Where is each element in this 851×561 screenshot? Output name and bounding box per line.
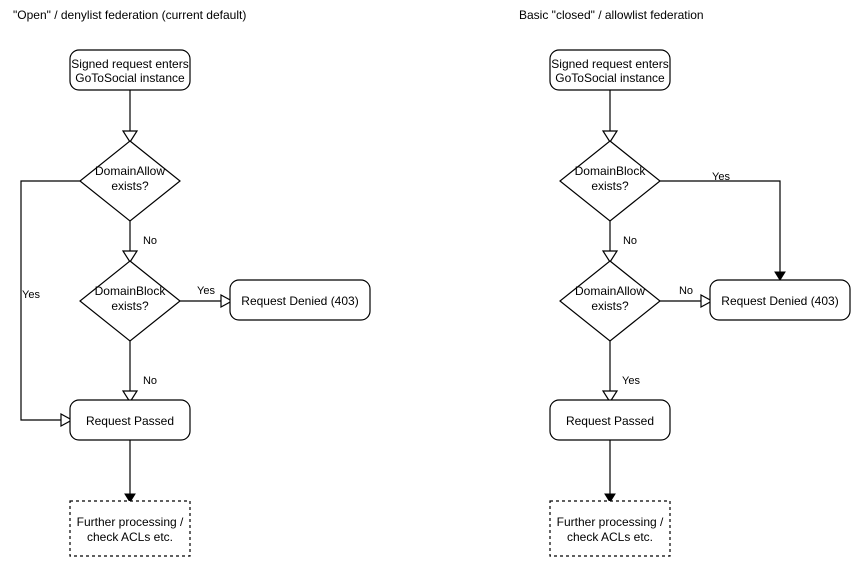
edge-domainallow-yes-left <box>20 180 80 421</box>
node-further-processing-left[interactable] <box>69 500 191 557</box>
panel-title-closed-allowlist: Basic "closed" / allowlist federation <box>519 8 704 22</box>
arrowhead-solid-domainblock-yes-right <box>774 271 786 281</box>
arrowhead-open-domainallow-yes-right <box>601 390 619 404</box>
panel-title-open-denylist: "Open" / denylist federation (current de… <box>13 8 246 22</box>
node-further-processing-left-line2: check ACLs etc. <box>87 530 173 544</box>
node-decision-domainallow-left-line2: exists? <box>111 179 149 193</box>
node-request-denied-right[interactable] <box>709 279 851 321</box>
node-request-denied-left[interactable] <box>229 279 371 321</box>
arrowhead-solid-further-left <box>124 493 136 503</box>
node-request-denied-left-label: Request Denied (403) <box>241 294 358 308</box>
node-decision-domainblock-right-line1: DomainBlock <box>575 164 647 178</box>
node-start-right-line2: GoToSocial instance <box>555 71 665 85</box>
node-decision-domainblock-left-line2: exists? <box>111 299 149 313</box>
node-decision-domainblock-left-line1: DomainBlock <box>95 284 167 298</box>
node-further-processing-right-line1: Further processing / <box>557 515 664 529</box>
arrowhead-solid-further-right <box>604 493 616 503</box>
node-request-passed-left-label: Request Passed <box>86 414 174 428</box>
node-request-denied-right-label: Request Denied (403) <box>721 294 838 308</box>
node-start-right-line1: Signed request enters <box>551 57 668 71</box>
arrowhead-open-domainblock-yes-left <box>220 293 234 309</box>
node-further-processing-right-line2: check ACLs etc. <box>567 530 653 544</box>
edge-label-domainblock-yes-right: Yes <box>712 171 730 183</box>
arrowhead-open-start-right <box>601 130 619 144</box>
edge-label-domainblock-no-left: No <box>143 375 157 387</box>
node-start-left-line2: GoToSocial instance <box>75 71 185 85</box>
arrowhead-open-domainblock-no-right <box>601 250 619 264</box>
edge-label-domainallow-yes-right: Yes <box>622 375 640 387</box>
node-decision-domainallow-left-line1: DomainAllow <box>95 164 165 178</box>
node-request-passed-right-label: Request Passed <box>566 414 654 428</box>
edge-label-domainblock-yes-left: Yes <box>197 285 215 297</box>
node-start-left-line1: Signed request enters <box>71 57 188 71</box>
node-further-processing-left-line1: Further processing / <box>77 515 184 529</box>
node-decision-domainallow-right-line2: exists? <box>591 299 629 313</box>
node-decision-domainblock-right-line2: exists? <box>591 179 629 193</box>
edge-label-domainallow-no-left: No <box>143 235 157 247</box>
edge-label-domainblock-no-right: No <box>623 235 637 247</box>
node-further-processing-right[interactable] <box>549 500 671 557</box>
arrowhead-open-domainallow-yes-left <box>60 412 74 428</box>
arrowhead-open-start-left <box>121 130 139 144</box>
edge-domainblock-yes-right <box>660 180 781 274</box>
arrowhead-open-domainblock-no-left <box>121 390 139 404</box>
edge-label-domainallow-no-right: No <box>679 285 693 297</box>
edge-label-domainallow-yes-left: Yes <box>22 289 40 301</box>
node-decision-domainallow-right-line1: DomainAllow <box>575 284 645 298</box>
arrowhead-open-domainallow-no-right <box>700 293 714 309</box>
arrowhead-open-domainallow-no-left <box>121 250 139 264</box>
